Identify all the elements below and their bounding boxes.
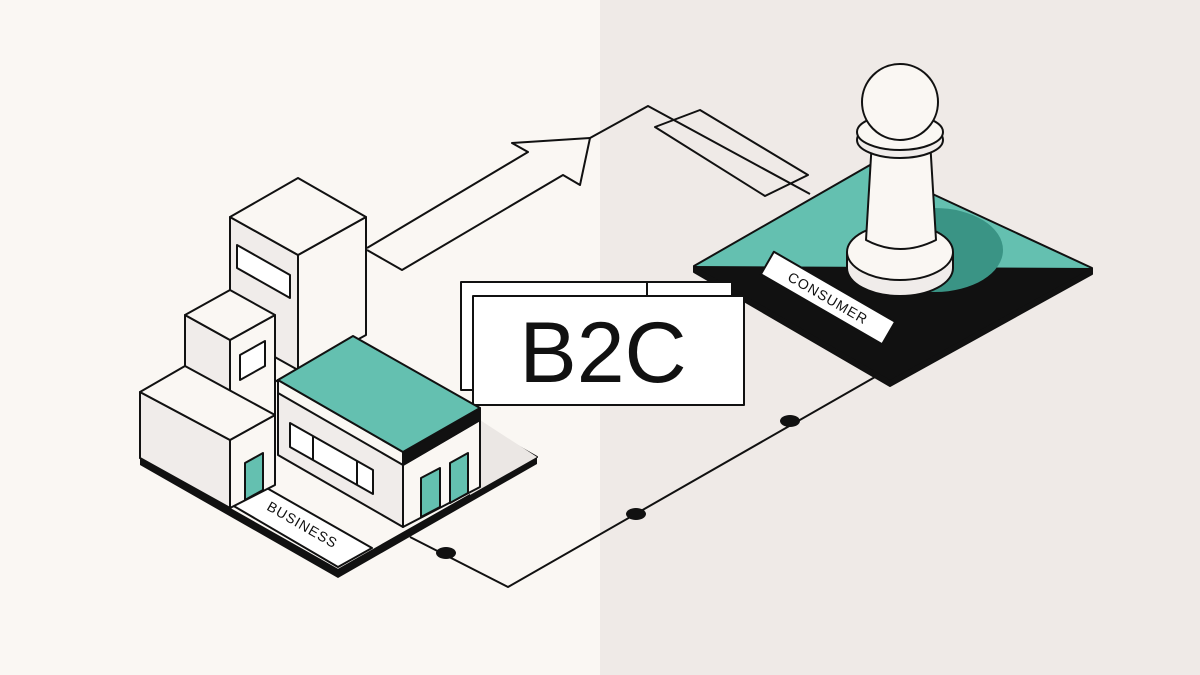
connector-dot — [626, 508, 646, 520]
door-icon — [420, 467, 441, 518]
pawn-icon — [846, 63, 954, 297]
b2c-title: B2C — [519, 305, 686, 401]
shop-roof — [277, 335, 481, 453]
door-icon — [449, 452, 469, 504]
arrow-icon — [366, 105, 811, 271]
connector-dot — [780, 415, 800, 427]
door-icon — [244, 452, 264, 501]
connector-dot — [436, 547, 456, 559]
tall-building — [229, 177, 367, 373]
shop-building — [277, 335, 481, 528]
consumer-board: CONSUMER — [693, 63, 1093, 387]
b2c-card: B2C — [460, 281, 745, 406]
connector-line — [409, 376, 876, 588]
shop-window — [289, 422, 374, 495]
low-building — [139, 365, 276, 509]
